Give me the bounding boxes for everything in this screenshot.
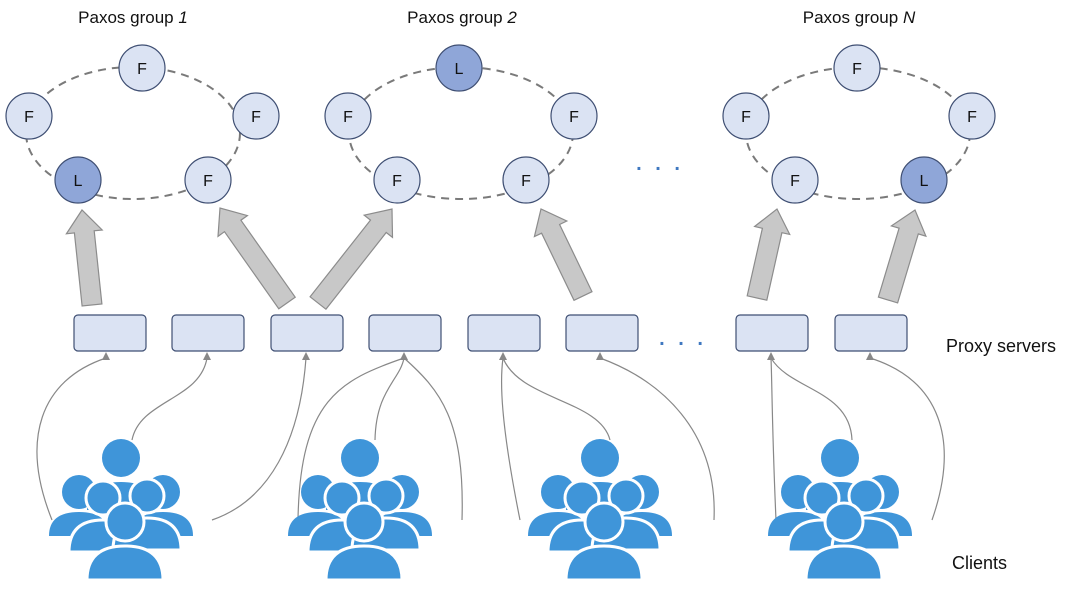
client-link — [500, 357, 521, 521]
node-letter: F — [343, 109, 353, 126]
users-group-icon — [47, 437, 195, 582]
client-link — [297, 357, 405, 521]
link-arrowhead — [767, 352, 775, 360]
link-arrowhead — [102, 352, 110, 360]
users-group-icon — [286, 437, 434, 582]
link-arrowhead — [400, 352, 408, 360]
node-letter: F — [521, 173, 531, 190]
follower-node: F — [833, 44, 881, 92]
node-letter: F — [137, 61, 147, 78]
proxy-server — [270, 314, 344, 352]
follower-node: F — [118, 44, 166, 92]
group-title-n: Paxos group N — [803, 8, 916, 27]
client-link — [36, 357, 107, 521]
group-title-2: Paxos group 2 — [407, 8, 517, 27]
request-arrow — [65, 209, 104, 307]
proxy-server — [171, 314, 245, 352]
proxy-server — [73, 314, 147, 352]
node-letter: F — [392, 173, 402, 190]
node-letter: F — [790, 173, 800, 190]
client-link — [403, 357, 463, 521]
ellipsis-proxies: . . . — [659, 328, 707, 350]
node-letter: F — [24, 109, 34, 126]
clients-label: Clients — [952, 553, 1007, 573]
link-arrowhead — [499, 352, 507, 360]
link-arrowhead — [596, 352, 604, 360]
node-letter: L — [920, 173, 929, 190]
follower-node: F — [502, 156, 550, 204]
request-arrow — [217, 207, 297, 310]
request-arrow — [533, 208, 593, 302]
follower-node: F — [722, 92, 770, 140]
node-letter: F — [569, 109, 579, 126]
proxy-servers-label: Proxy servers — [946, 336, 1056, 356]
follower-node: F — [324, 92, 372, 140]
proxy-server — [834, 314, 908, 352]
client-link — [374, 357, 405, 441]
follower-node: F — [232, 92, 280, 140]
proxy-server — [735, 314, 809, 352]
client-link — [770, 357, 777, 521]
follower-node: F — [5, 92, 53, 140]
client-link — [131, 357, 208, 441]
follower-node: F — [948, 92, 996, 140]
node-letter: F — [967, 109, 977, 126]
leader-node: L — [900, 156, 948, 204]
users-group-icon — [526, 437, 674, 582]
leader-node: L — [54, 156, 102, 204]
leader-node: L — [435, 44, 483, 92]
client-link — [502, 357, 611, 441]
request-arrow — [746, 208, 791, 301]
ellipsis-groups: . . . — [636, 153, 684, 175]
request-arrow — [877, 209, 927, 304]
follower-node: F — [550, 92, 598, 140]
follower-node: F — [184, 156, 232, 204]
client-link — [770, 357, 853, 441]
proxy-server — [368, 314, 442, 352]
follower-node: F — [373, 156, 421, 204]
node-letter: F — [251, 109, 261, 126]
follower-node: F — [771, 156, 819, 204]
node-letter: L — [455, 61, 464, 78]
proxy-server — [467, 314, 541, 352]
link-arrowhead — [302, 352, 310, 360]
request-arrow — [309, 208, 394, 311]
link-arrowhead — [866, 352, 874, 360]
link-arrowhead — [203, 352, 211, 360]
node-letter: F — [203, 173, 213, 190]
group-title-1: Paxos group 1 — [78, 8, 188, 27]
node-letter: L — [74, 173, 83, 190]
node-letter: F — [741, 109, 751, 126]
client-link — [869, 357, 945, 521]
client-link — [599, 357, 715, 521]
client-link — [211, 357, 307, 521]
users-group-icon — [766, 437, 914, 582]
proxy-server — [565, 314, 639, 352]
node-letter: F — [852, 61, 862, 78]
